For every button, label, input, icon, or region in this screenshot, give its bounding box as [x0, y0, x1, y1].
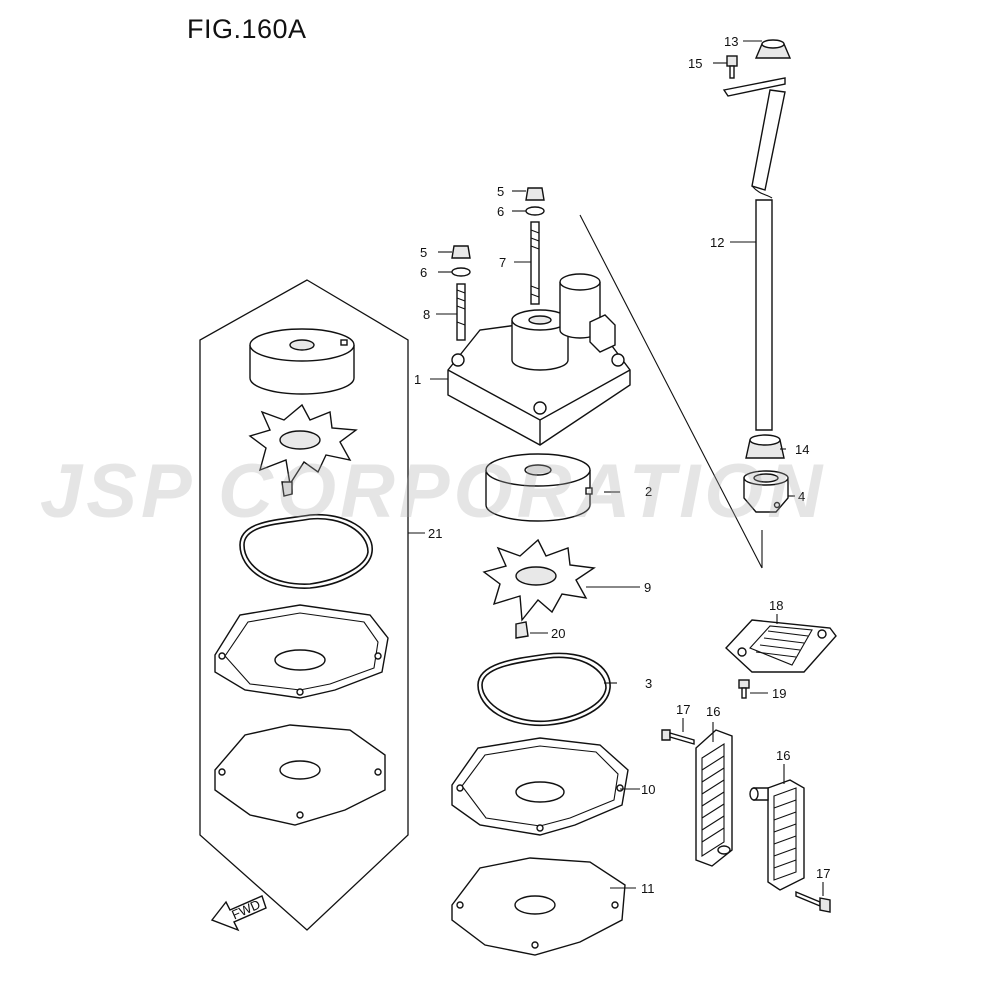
callout-3: 3	[645, 676, 652, 691]
kit-plate	[214, 604, 389, 699]
water-strainer-right	[749, 779, 805, 891]
kit-key	[281, 481, 293, 497]
water-tube	[751, 89, 786, 431]
callout-8: 8	[423, 307, 430, 322]
kit-gasket	[239, 513, 373, 589]
callout-13: 13	[724, 34, 738, 49]
callout-12: 12	[710, 235, 724, 250]
callout-14: 14	[795, 442, 809, 457]
callout-9: 9	[644, 580, 651, 595]
callout-15: 15	[688, 56, 702, 71]
kit-impeller-housing	[249, 328, 355, 395]
strainer-screw-left	[661, 729, 695, 745]
water-strainer-left	[695, 729, 733, 867]
kit-21-outline	[199, 279, 409, 931]
screen-screw	[738, 679, 750, 699]
kit-plate-gasket	[214, 724, 386, 826]
callout-16-right: 16	[776, 748, 790, 763]
callout-21: 21	[428, 526, 442, 541]
callout-6-upper: 6	[497, 204, 504, 219]
tube-seal	[745, 434, 785, 459]
callout-4: 4	[798, 489, 805, 504]
callout-5-upper: 5	[497, 184, 504, 199]
pump-liner-plate	[451, 737, 629, 836]
tube-grommet	[743, 470, 789, 513]
callout-18: 18	[769, 598, 783, 613]
callout-17-left: 17	[676, 702, 690, 717]
nut-upper	[525, 187, 545, 201]
tube-grommet-top	[754, 39, 792, 59]
pump-plate-gasket	[451, 857, 626, 956]
fwd-label: FWD	[229, 897, 262, 923]
water-screen-plate	[725, 619, 837, 673]
callout-19: 19	[772, 686, 786, 701]
callout-16-left: 16	[706, 704, 720, 719]
nut-lower	[451, 245, 471, 259]
callout-6-lower: 6	[420, 265, 427, 280]
stud-long	[530, 221, 540, 305]
callout-11: 11	[641, 881, 655, 896]
callout-1: 1	[414, 372, 421, 387]
stud-short	[456, 283, 466, 341]
washer-upper	[525, 206, 545, 216]
callout-7: 7	[499, 255, 506, 270]
pump-case	[447, 273, 631, 446]
o-ring-gasket	[477, 652, 611, 727]
callout-5-lower: 5	[420, 245, 427, 260]
impeller-housing	[485, 453, 593, 522]
callout-labels: 1 2 3 4 5 6 5 6 7 8 9 10 11 12 13 14 15 …	[414, 34, 830, 896]
impeller-key	[515, 621, 529, 639]
callout-17-right: 17	[816, 866, 830, 881]
reference-line	[579, 214, 763, 569]
strainer-screw-right	[795, 890, 831, 913]
callout-10: 10	[641, 782, 655, 797]
callout-20: 20	[551, 626, 565, 641]
tube-bracket-bolt	[722, 55, 786, 97]
callout-2: 2	[645, 484, 652, 499]
impeller	[482, 538, 596, 622]
figure-title: FIG.160A	[187, 14, 307, 44]
kit-impeller	[248, 403, 358, 486]
fwd-arrow-icon: FWD	[210, 895, 267, 932]
washer-lower	[451, 267, 471, 277]
leader-lines	[408, 40, 824, 896]
